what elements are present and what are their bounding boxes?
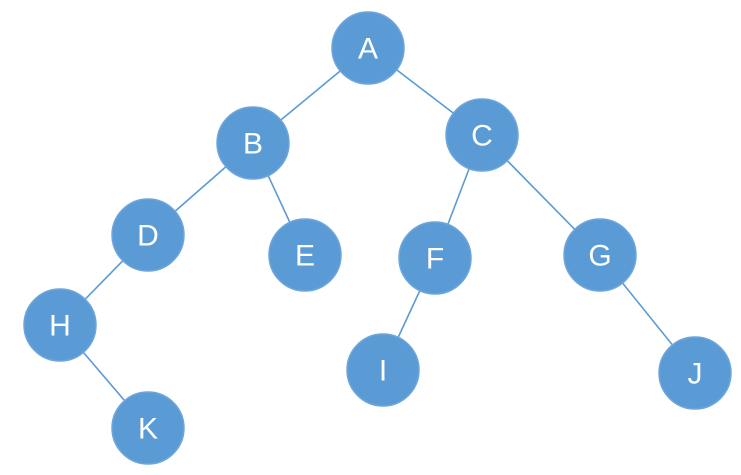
node-label-j: J [688, 358, 703, 391]
tree-node-a: A [331, 11, 405, 85]
tree-node-k: K [111, 391, 185, 465]
node-circle-c [445, 98, 519, 172]
node-label-k: K [138, 413, 158, 446]
node-label-a: A [358, 33, 378, 66]
tree-node-c: C [445, 98, 519, 172]
node-circle-j [658, 336, 732, 410]
node-label-i: I [379, 355, 387, 388]
tree-node-h: H [23, 288, 97, 362]
node-label-d: D [137, 220, 159, 253]
tree-nodes: A B C D E F G H I J K [23, 11, 732, 465]
tree-node-g: G [563, 218, 637, 292]
tree-node-d: D [111, 198, 185, 272]
node-circle-a [331, 11, 405, 85]
node-circle-h [23, 288, 97, 362]
tree-node-i: I [346, 333, 420, 407]
node-circle-g [563, 218, 637, 292]
tree-node-e: E [268, 218, 342, 292]
node-circle-e [268, 218, 342, 292]
node-label-e: E [295, 240, 315, 273]
node-label-b: B [243, 128, 263, 161]
node-circle-d [111, 198, 185, 272]
tree-node-f: F [398, 221, 472, 295]
node-circle-i [346, 333, 420, 407]
node-circle-b [216, 106, 290, 180]
node-circle-k [111, 391, 185, 465]
node-label-f: F [426, 243, 444, 276]
node-label-h: H [49, 310, 71, 343]
node-label-g: G [588, 240, 611, 273]
tree-node-b: B [216, 106, 290, 180]
node-circle-f [398, 221, 472, 295]
tree-node-j: J [658, 336, 732, 410]
node-label-c: C [471, 120, 493, 153]
